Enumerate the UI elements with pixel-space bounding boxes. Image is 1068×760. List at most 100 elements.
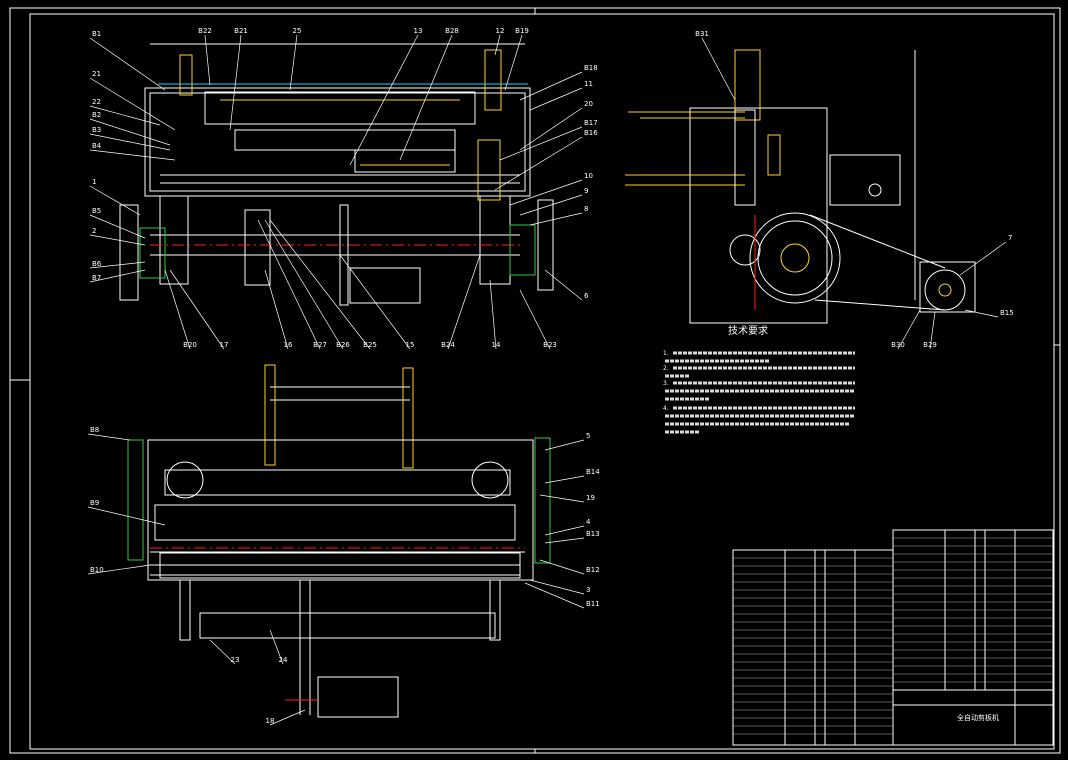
balloon-label: 19 xyxy=(586,494,595,502)
balloon-label: B18 xyxy=(584,64,598,72)
balloon-label: B5 xyxy=(92,207,101,215)
balloon-label: B8 xyxy=(90,426,99,434)
title-block-name: 全自动剪板机 xyxy=(957,713,999,722)
balloon-label: 4 xyxy=(586,518,591,526)
balloon-leader xyxy=(339,254,411,350)
balloon-leader xyxy=(89,214,146,239)
balloon-label: 9 xyxy=(584,187,588,195)
balloon-label: 21 xyxy=(92,70,101,78)
balloon-leader xyxy=(257,219,321,350)
balloon-label: B20 xyxy=(183,341,197,349)
balloon-leader xyxy=(544,537,585,544)
balloon-label: 1 xyxy=(92,178,96,186)
balloon-label: B28 xyxy=(445,27,459,35)
balloon-leader xyxy=(544,439,585,451)
balloon-label: B13 xyxy=(586,530,600,538)
balloon-label: B9 xyxy=(90,499,99,507)
balloon-leader xyxy=(519,194,583,216)
balloon-leader xyxy=(87,564,151,575)
balloon-leader xyxy=(89,234,146,246)
balloon-label: B6 xyxy=(92,260,102,268)
balloon-leader xyxy=(269,629,284,665)
balloon-leader xyxy=(89,133,171,151)
drawing-frame xyxy=(9,7,1061,754)
balloon-label: 13 xyxy=(414,27,423,35)
balloon-label: B30 xyxy=(891,341,905,349)
balloon-label: 16 xyxy=(284,341,293,349)
balloon-leader xyxy=(269,219,371,350)
front-view xyxy=(119,43,554,306)
balloon-leader xyxy=(269,709,306,726)
balloon-leader xyxy=(489,279,497,350)
balloon-leader xyxy=(964,309,999,318)
balloon-label: 14 xyxy=(492,341,501,349)
balloon-label: B14 xyxy=(586,468,600,476)
balloon-leader xyxy=(209,639,236,665)
balloon-leader xyxy=(89,149,176,161)
balloon-label: B26 xyxy=(336,341,350,349)
balloon-leader xyxy=(89,37,166,91)
top-view xyxy=(127,364,551,718)
balloon-leader xyxy=(519,289,551,350)
balloon-leader xyxy=(89,77,176,131)
balloon-label: 5 xyxy=(586,432,590,440)
balloon-leader xyxy=(519,71,583,101)
balloon-leader xyxy=(87,506,166,526)
parts-list-rows xyxy=(733,537,1053,735)
balloon-label: B16 xyxy=(584,129,598,137)
balloon-label: B25 xyxy=(363,341,377,349)
balloon-label: 6 xyxy=(584,292,589,300)
balloon-leader xyxy=(89,185,141,216)
balloon-label: B4 xyxy=(92,142,102,150)
balloon-leader xyxy=(264,269,289,350)
balloon-label: B17 xyxy=(584,119,598,127)
balloon-label: B29 xyxy=(923,341,937,349)
balloon-label: B19 xyxy=(515,27,529,35)
balloon-leader xyxy=(544,525,585,536)
side-view xyxy=(625,49,976,324)
balloon-leader xyxy=(89,269,146,283)
notes-title: 技术要求 xyxy=(728,324,768,337)
balloon-leader xyxy=(494,34,501,56)
balloon-label: B3 xyxy=(92,126,101,134)
balloon-label: B2 xyxy=(92,111,101,119)
balloon-label: B1 xyxy=(92,30,101,38)
balloon-leader xyxy=(544,269,583,301)
balloon-leader xyxy=(529,87,583,111)
balloon-leader xyxy=(959,241,1007,276)
balloon-leader xyxy=(701,37,736,101)
balloon-leader xyxy=(509,179,583,206)
balloon-leader xyxy=(349,34,419,166)
technical-notes: 技术要求 1. 2. 3. 4. xyxy=(663,324,855,434)
balloon-label: 15 xyxy=(406,341,415,349)
balloon-leader xyxy=(504,34,523,91)
balloon-label: B23 xyxy=(543,341,557,349)
balloon-label: B10 xyxy=(90,566,104,574)
notes-line: 4. xyxy=(663,405,669,412)
balloon-leader xyxy=(519,107,583,151)
notes-line: 2. xyxy=(663,365,669,372)
balloon-label: 2 xyxy=(92,227,96,235)
balloon-leader xyxy=(89,261,146,269)
balloon-leader xyxy=(169,269,225,350)
balloon-leader xyxy=(499,126,583,161)
balloon-label: B7 xyxy=(92,274,101,282)
balloon-label: 11 xyxy=(584,80,593,88)
balloon-leader xyxy=(164,269,191,350)
balloon-leader xyxy=(929,311,936,350)
balloon-leader xyxy=(399,34,453,161)
balloon-label: 3 xyxy=(586,586,590,594)
balloon-leader xyxy=(264,219,344,350)
notes-line: 3. xyxy=(663,380,669,387)
balloon-leader xyxy=(447,254,481,350)
balloon-label: B11 xyxy=(586,600,600,608)
balloon-leader xyxy=(539,494,585,503)
balloon-leader xyxy=(89,105,161,126)
balloon-leader xyxy=(524,582,585,609)
balloon-label: B27 xyxy=(313,341,327,349)
balloon-leader xyxy=(539,559,585,575)
balloon-label: 17 xyxy=(220,341,229,349)
balloon-label: 20 xyxy=(584,100,593,108)
balloon-label: B12 xyxy=(586,566,600,574)
